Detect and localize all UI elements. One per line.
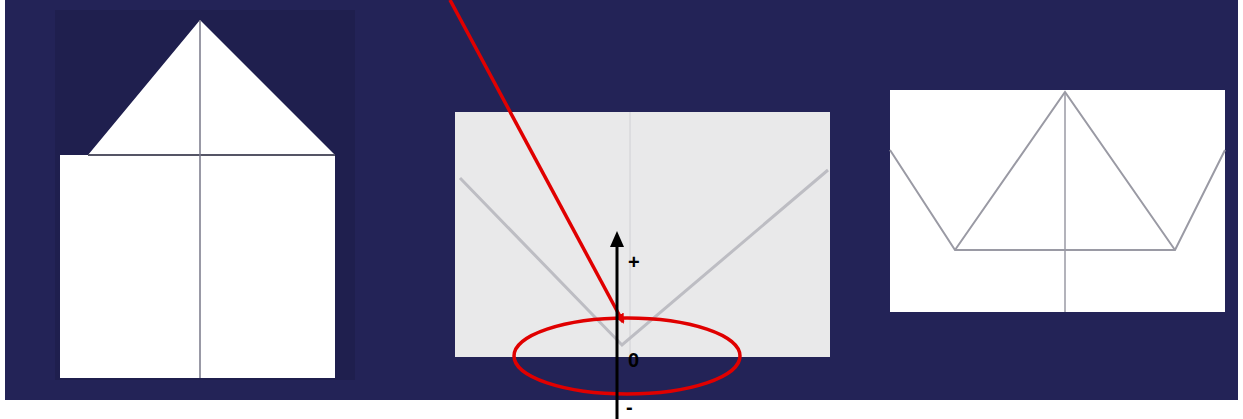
highlight-ellipse: [514, 318, 740, 394]
pointer-arrow: [450, 0, 623, 322]
folded-paper-middle: [455, 112, 830, 357]
axis-label: 0: [628, 350, 639, 370]
axis-label: -: [626, 397, 633, 417]
folded-paper-right: [890, 90, 1225, 312]
photo-panel: [55, 10, 355, 380]
background-panel: [5, 0, 1238, 400]
axis-line: [616, 245, 619, 419]
folded-paper-left: [60, 20, 335, 378]
axis-arrowhead: [610, 231, 624, 247]
axis-label: +: [628, 252, 640, 272]
